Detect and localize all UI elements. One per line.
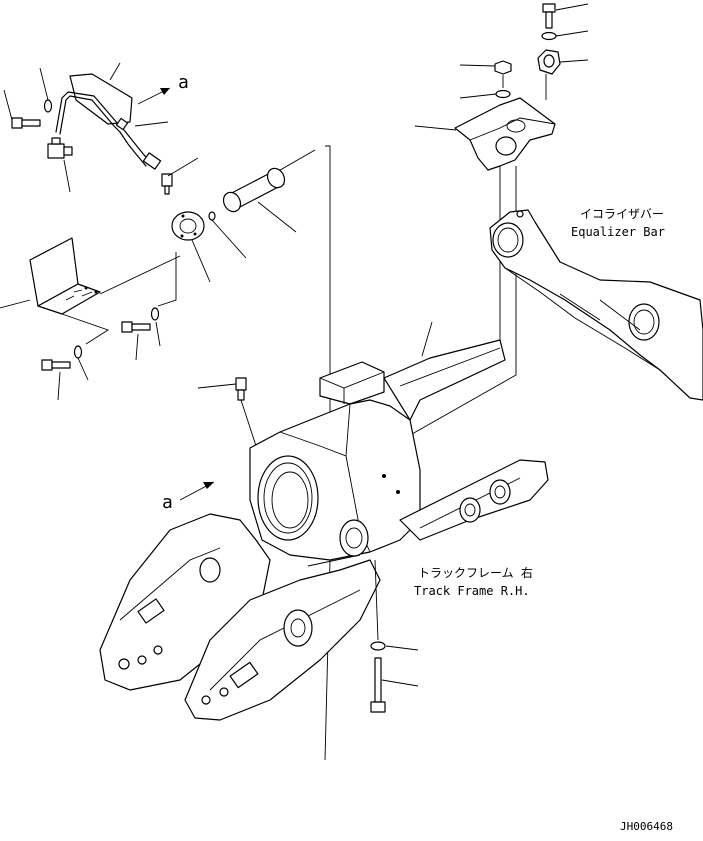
cover-bolt-upper	[11, 117, 41, 129]
cover-bolt-mid	[121, 321, 151, 361]
grease-fitting-frame	[197, 377, 259, 453]
equalizer-mount-bracket	[414, 3, 589, 171]
mount-washer	[370, 641, 386, 651]
grease-fitting-upper	[161, 173, 173, 195]
view-a-label-bottom: a	[162, 492, 173, 513]
equalizer-bar	[489, 209, 703, 401]
cover-washer-mid	[150, 307, 160, 321]
hose-cover-assembly: a	[3, 62, 199, 195]
equalizer-pin	[222, 167, 297, 233]
o-ring	[208, 211, 247, 259]
seal-plate	[171, 211, 211, 283]
spherical-bushing	[537, 49, 561, 75]
top-right-washer	[541, 31, 557, 41]
cover-bolt-lower	[41, 359, 71, 401]
long-mount-bolt	[370, 657, 386, 713]
equalizer-bar-label-en: Equalizer Bar	[571, 225, 665, 239]
cover-washer-lower	[73, 345, 83, 359]
track-frame: a	[99, 321, 549, 721]
top-right-bolt	[542, 3, 556, 29]
cover-washer-upper	[43, 99, 53, 113]
mount-bolt-assembly	[370, 559, 419, 713]
track-frame-label-en: Track Frame R.H.	[414, 584, 530, 598]
track-frame-label-jp: トラックフレーム 右	[418, 565, 533, 580]
elbow-fitting	[47, 137, 73, 159]
equalizer-bar-label-jp: イコライザバー	[580, 207, 664, 221]
drawing-id: JH006468	[620, 820, 673, 833]
view-a-label-top: a	[178, 72, 189, 93]
side-cover-guard	[0, 237, 181, 345]
